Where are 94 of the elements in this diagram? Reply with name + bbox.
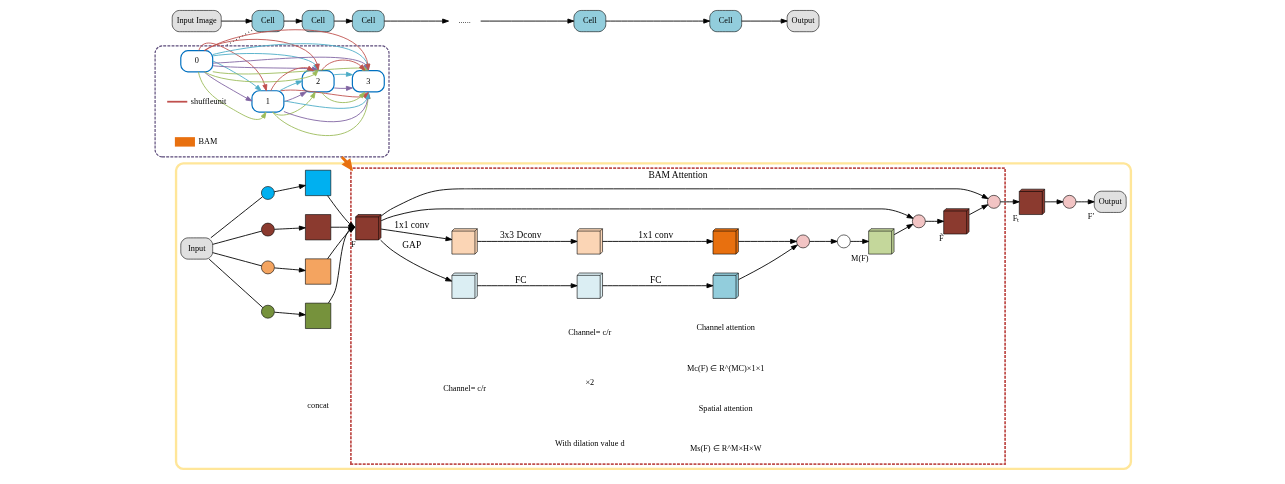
- node-box: Cell: [301, 10, 334, 32]
- arrow: [197, 42, 267, 92]
- arrow: [220, 18, 252, 24]
- node-box: Input: [180, 237, 213, 260]
- arrow: [737, 238, 797, 244]
- connector: [211, 230, 262, 245]
- arrow: [808, 238, 838, 244]
- arrow: [737, 244, 798, 281]
- label: Spatial attention: [698, 403, 753, 413]
- label: With dilation value d: [554, 438, 625, 448]
- label: Channel attention: [695, 323, 755, 333]
- arrow: [283, 91, 307, 103]
- cluster: [174, 162, 1132, 470]
- node-box: [304, 214, 331, 241]
- node-box: 1: [250, 90, 284, 113]
- arrow: [476, 283, 578, 289]
- edge-label: FC: [514, 274, 526, 285]
- arrow: [273, 311, 306, 317]
- edge-label: GAP: [401, 240, 421, 251]
- arrow: [380, 208, 913, 222]
- arrow: [278, 80, 303, 92]
- label: Ms(F) ∈ R^M×H×W: [689, 443, 761, 453]
- label: Channel= c/r: [442, 383, 486, 393]
- node-box: [304, 302, 331, 329]
- arrow: [380, 188, 989, 217]
- node-box: Output: [786, 10, 819, 32]
- legend-label: BAM: [198, 137, 217, 147]
- arrow: [273, 225, 306, 231]
- label: ×2: [584, 378, 594, 388]
- arrow: [203, 69, 319, 83]
- node-box: 0: [179, 50, 213, 73]
- node-circle: [260, 260, 275, 275]
- node-label: Fₜ: [1012, 214, 1019, 224]
- edge-label: 1x1 conv: [393, 220, 429, 231]
- arrow: [320, 91, 365, 104]
- arrow: [203, 71, 252, 102]
- node-box: [304, 258, 331, 285]
- node-circle: [1062, 195, 1076, 209]
- node-text: ......: [457, 16, 471, 26]
- arrow: [1075, 199, 1095, 205]
- node-label: M(F): [850, 253, 868, 263]
- arrow: [740, 18, 788, 24]
- node-circle: [260, 222, 275, 237]
- arrow: [333, 85, 353, 91]
- node-box: Input Image: [171, 10, 222, 32]
- arrow: [383, 18, 449, 24]
- node-circle: [986, 195, 1001, 209]
- arrow: [999, 199, 1020, 205]
- legend-label: shuffleunit: [190, 96, 226, 106]
- arrow: [968, 204, 988, 216]
- label: Mc(F) ∈ R^(MC)×1×1: [686, 363, 764, 373]
- edge-label: 1x1 conv: [637, 230, 673, 241]
- label: concat: [306, 400, 329, 410]
- arrow: [849, 238, 869, 244]
- node-box: Cell: [351, 10, 385, 32]
- arrow: [269, 65, 314, 92]
- label: Channel= c/r: [567, 328, 611, 338]
- arrow: [320, 59, 365, 72]
- node-circle: [260, 186, 275, 200]
- node-circle: [836, 234, 851, 249]
- arrow: [479, 18, 574, 24]
- node-circle: [260, 304, 275, 319]
- arrow: [380, 228, 452, 242]
- arrow: [273, 267, 306, 273]
- node-label: F: [350, 239, 356, 249]
- connector: [208, 258, 263, 309]
- arrow: [601, 283, 713, 289]
- arrow: [211, 60, 262, 92]
- arrow: [924, 218, 944, 224]
- arrow: [476, 238, 578, 244]
- connector: [209, 196, 263, 239]
- node-box: Output: [1093, 190, 1126, 213]
- edge-label: 3x3 Dconv: [499, 230, 542, 241]
- arrow: [273, 184, 306, 193]
- arrow: [333, 18, 353, 24]
- node-circle: [795, 234, 810, 249]
- node-box: Cell: [251, 10, 284, 32]
- node-box: 3: [351, 70, 385, 93]
- arrow: [1043, 199, 1063, 205]
- node-circle: [911, 214, 926, 229]
- connector: [211, 252, 262, 267]
- arrow: [333, 71, 353, 77]
- arrow: [601, 238, 713, 244]
- node-box: [304, 169, 331, 196]
- arrow: [604, 18, 710, 24]
- node-label: F̃: [938, 233, 944, 243]
- arrow: [379, 239, 452, 282]
- node-box: Cell: [708, 10, 742, 32]
- arrow: [197, 71, 266, 120]
- edge-label: FC: [649, 274, 661, 285]
- node-box: Cell: [573, 10, 606, 32]
- arrow: [283, 18, 303, 24]
- node-label: F′: [1087, 212, 1094, 222]
- arrow: [893, 223, 913, 236]
